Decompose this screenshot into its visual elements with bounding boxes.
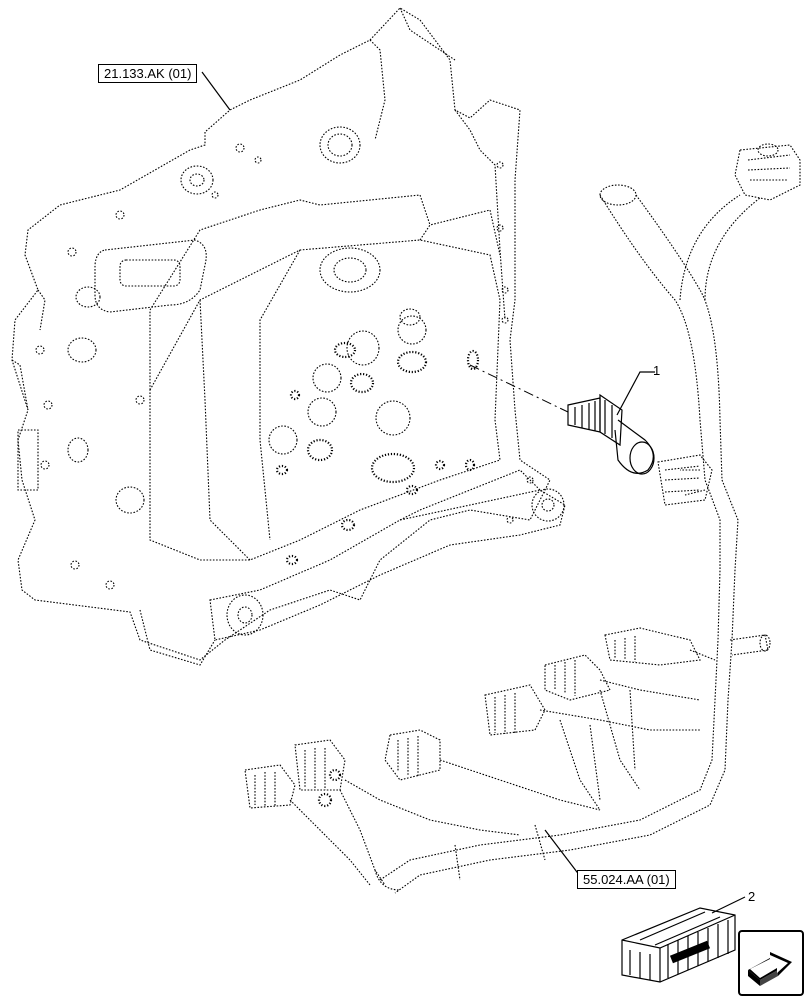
arrow-icon-graphic — [748, 952, 792, 986]
service-kit-box — [621, 907, 736, 983]
wiring-harness — [244, 143, 801, 894]
callout-item-1: 1 — [653, 363, 661, 378]
next-page-arrow-icon[interactable] — [738, 930, 804, 996]
callout-item-2: 2 — [748, 889, 756, 904]
pressure-sensor — [469, 364, 655, 475]
valve-plugs — [268, 308, 480, 566]
reference-label-housing[interactable]: 21.133.AK (01) — [98, 64, 198, 83]
reference-label-harness[interactable]: 55.024.AA (01) — [577, 870, 676, 889]
housing-assembly — [11, 7, 566, 666]
